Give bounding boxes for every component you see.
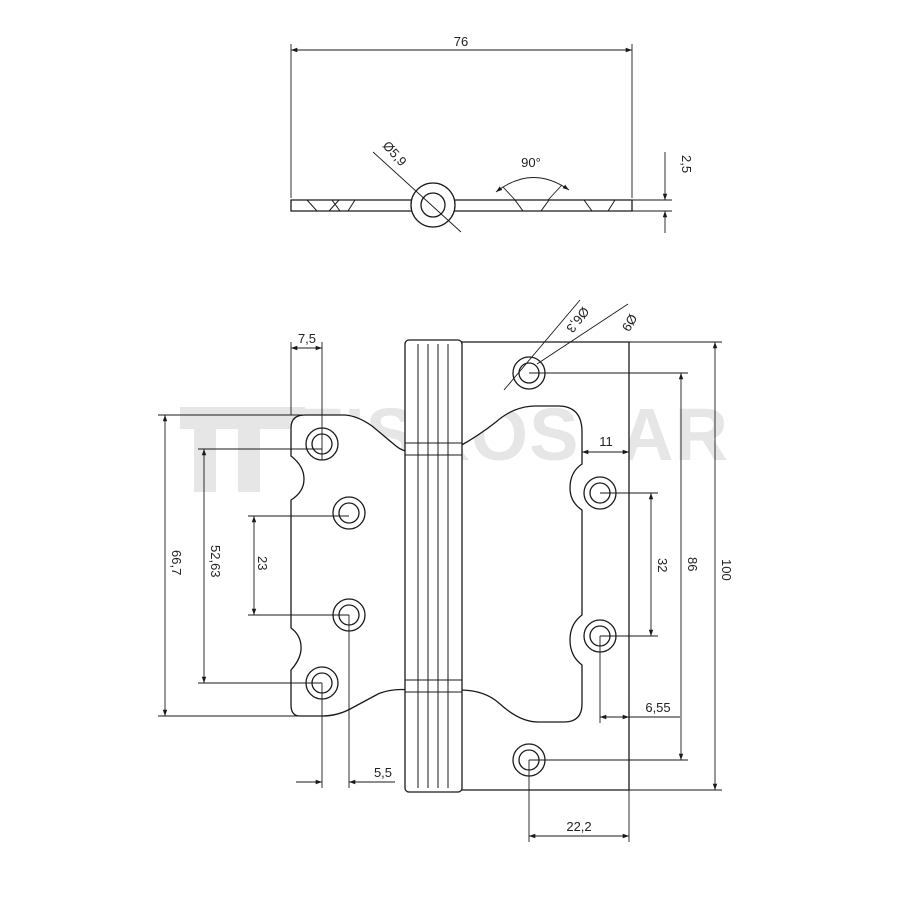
- left-span-inner-label: 52,63: [208, 545, 223, 578]
- right-edge-to-holes-label: 22,2: [566, 819, 591, 834]
- top-right-leaf: [449, 199, 633, 212]
- top-pin: [420, 192, 446, 218]
- left-hole-2: [332, 496, 366, 530]
- left-span-outer-label: 66,7: [169, 550, 184, 575]
- front-view: 7,5 Ø6,3 Ø9 11 66,7 52,63 23 32: [158, 299, 734, 842]
- right-holes-spacing-label: 32: [655, 558, 670, 572]
- pin-diameter-label: Ø5,9: [380, 138, 410, 169]
- left-leaf: [290, 414, 411, 717]
- countersink-angle-label: 90°: [521, 155, 541, 170]
- overall-width-label: 76: [454, 34, 468, 49]
- right-hole-inset-label: 11: [599, 434, 613, 449]
- hole-diameter-label: Ø6,3: [563, 304, 592, 335]
- hinge-knuckle: [404, 339, 463, 793]
- brand-logo-icon: [180, 407, 305, 492]
- right-hole-offset-label: 6,55: [645, 700, 670, 715]
- top-left-leaf: [290, 199, 421, 212]
- leaf-thickness-label: 2,5: [679, 155, 694, 173]
- edge-to-left-holes-label: 7,5: [298, 331, 316, 346]
- top-view: 76 Ø5,9 90° 2,5: [290, 34, 694, 233]
- countersink-diameter-label: Ø9: [619, 312, 641, 335]
- left-span-middle-label: 23: [255, 556, 270, 570]
- right-outer-holes-spacing-label: 86: [685, 557, 700, 571]
- overall-height-label: 100: [719, 559, 734, 581]
- left-hole-offset-label: 5,5: [374, 765, 392, 780]
